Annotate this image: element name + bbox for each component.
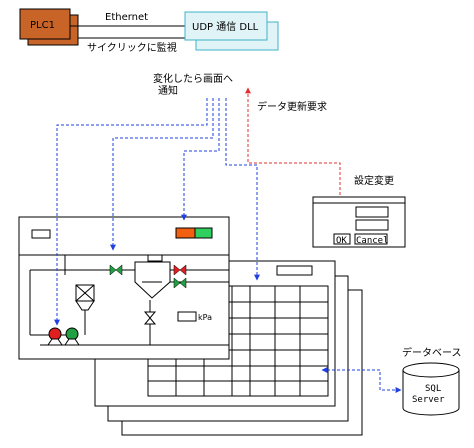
database-label: データベース — [402, 346, 462, 359]
notify-label-line2: 通知 — [158, 84, 178, 97]
settings-change-label: 設定変更 — [354, 174, 394, 187]
sql-label-line1: SQL — [425, 384, 441, 394]
ethernet-label: Ethernet — [105, 12, 148, 23]
database-link — [321, 367, 402, 393]
udp-dll-label: UDP 通信 DLL — [192, 21, 259, 33]
tank — [134, 254, 171, 299]
ok-button[interactable] — [333, 233, 351, 245]
cyclic-monitor-label: サイクリックに監視 — [87, 41, 177, 54]
cancel-button-label: Cancel — [356, 236, 389, 246]
screen-stack: kPa — [18, 216, 363, 436]
valve-outline — [143, 311, 157, 325]
sql-label-line2: Server — [412, 395, 445, 405]
pressure-readout — [177, 311, 197, 322]
update-request-arrow — [245, 87, 341, 195]
filter-vessel — [75, 284, 95, 335]
ok-button-label: OK — [336, 236, 347, 246]
settings-input-2[interactable] — [355, 219, 389, 231]
valve-red — [173, 264, 187, 276]
notify-label-line1: 変化したら画面へ — [153, 72, 233, 85]
notify-arrows — [54, 98, 260, 326]
pump-green — [64, 327, 80, 346]
plc-node: PLC1 — [19, 8, 79, 46]
data-update-request-label: データ更新要求 — [257, 100, 327, 113]
pressure-unit-label: kPa — [198, 313, 212, 322]
plc-label: PLC1 — [30, 20, 55, 31]
status-indicator-green — [194, 227, 213, 239]
status-indicator-orange — [175, 227, 196, 239]
cancel-button[interactable] — [354, 233, 388, 245]
valve-green-1 — [109, 264, 123, 276]
pump-red — [47, 327, 63, 346]
settings-dialog: OK Cancel — [312, 196, 406, 248]
settings-input-1[interactable] — [355, 206, 389, 218]
process-screen: kPa — [18, 216, 230, 360]
sql-server-database: データベース SQL Server — [402, 346, 462, 416]
udp-dll-node: UDP 通信 DLL — [184, 11, 279, 51]
valve-green-2 — [173, 277, 187, 289]
